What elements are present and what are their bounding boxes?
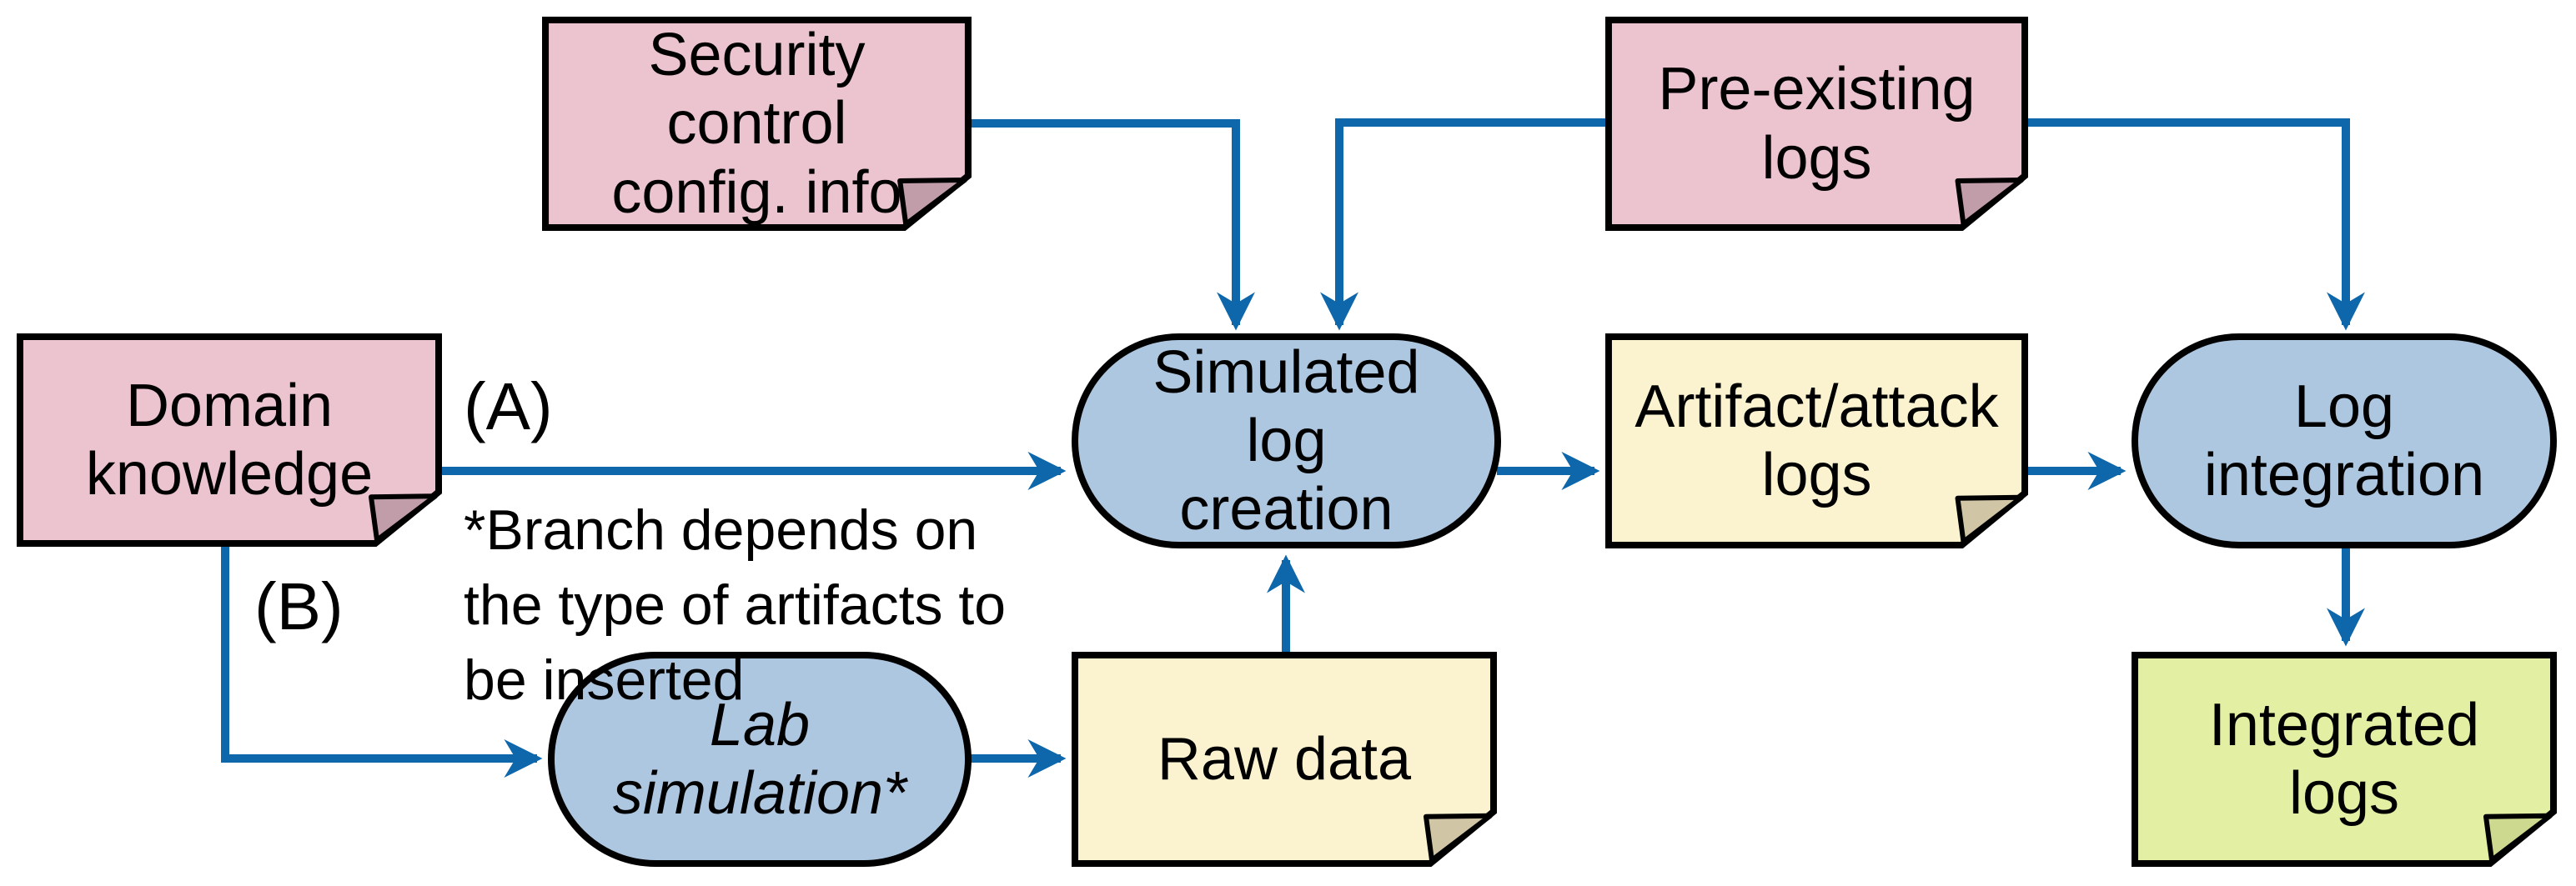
note-fold-corner-icon	[1955, 494, 2025, 544]
node-lab-simulation: Lab simulation*	[548, 652, 972, 867]
node-label: Simulated log creation	[1152, 338, 1420, 543]
edge-preexisting-to-integration	[2024, 118, 2365, 331]
branch-b-label: (B)	[254, 569, 344, 643]
note-fold-corner-icon	[2483, 813, 2553, 863]
node-label: Raw data	[1157, 725, 1412, 793]
node-integrated-logs: Integrated logs	[2132, 652, 2557, 867]
node-label: Domain knowledge	[85, 372, 374, 508]
node-label: Integrated logs	[2208, 691, 2480, 827]
note-fold-corner-icon	[1955, 178, 2025, 227]
node-raw-data: Raw data	[1072, 652, 1497, 867]
node-simulated-log-creation: Simulated log creation	[1072, 333, 1501, 548]
edge-security-to-simlog	[966, 119, 1255, 331]
node-label: Lab simulation*	[612, 691, 907, 827]
note-fold-corner-icon	[897, 178, 967, 227]
note-fold-corner-icon	[1424, 813, 1493, 863]
node-label: Log integration	[2203, 373, 2485, 508]
node-artifact-attack-logs: Artifact/attack logs	[1605, 333, 2028, 548]
node-log-integration: Log integration	[2132, 333, 2557, 548]
node-security-control-config-info: Security control config. info	[542, 17, 972, 231]
node-label: Pre-existing logs	[1658, 56, 1976, 192]
note-fold-corner-icon	[369, 493, 438, 543]
node-label: Artifact/attack logs	[1634, 373, 1999, 508]
node-label: Security control config. info	[611, 22, 902, 226]
branch-a-label: (A)	[464, 369, 553, 443]
node-domain-knowledge: Domain knowledge	[17, 333, 442, 547]
branch-footnote-text: *Branch depends on the type of artifacts…	[464, 498, 1007, 712]
node-preexisting-logs: Pre-existing logs	[1605, 17, 2028, 231]
edge-preexisting-to-simlog	[1320, 118, 1609, 331]
